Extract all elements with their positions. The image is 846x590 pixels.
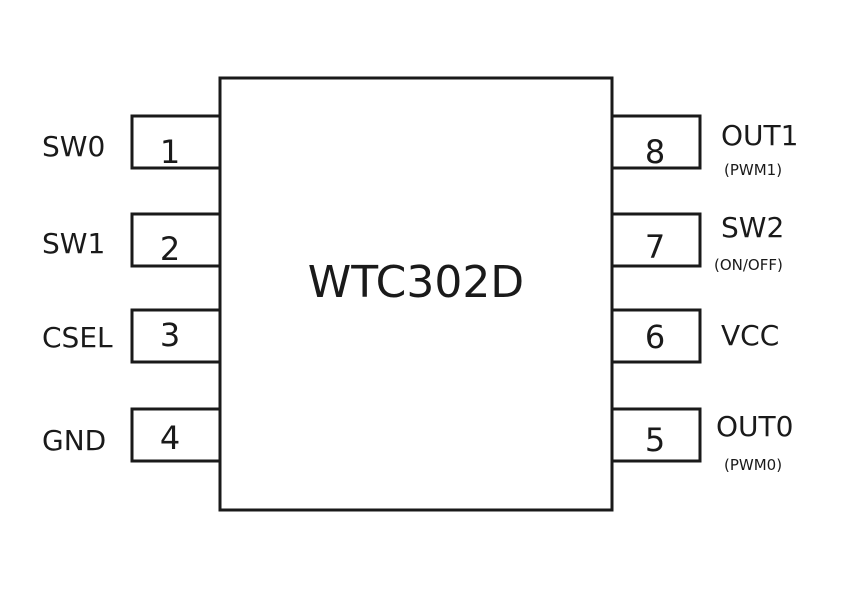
pin-3-label: CSEL bbox=[42, 321, 113, 354]
pin-4-box bbox=[130, 407, 222, 463]
pin-5-number: 5 bbox=[645, 421, 665, 459]
pin-1: 1 SW0 bbox=[42, 114, 222, 171]
pin-5-box bbox=[610, 407, 702, 463]
pin-5-label: OUT0 bbox=[716, 410, 793, 443]
pin-2-number: 2 bbox=[160, 230, 180, 268]
pin-1-label: SW0 bbox=[42, 130, 105, 163]
pin-5-sublabel: (PWM0) bbox=[724, 456, 782, 474]
pin-3-number: 3 bbox=[160, 316, 180, 354]
pin-7-number: 7 bbox=[645, 228, 665, 266]
pin-7: 7 SW2 (ON/OFF) bbox=[610, 211, 784, 274]
pin-5: 5 OUT0 (PWM0) bbox=[610, 407, 793, 474]
chip-name: WTC302D bbox=[308, 257, 524, 308]
chip-body bbox=[218, 76, 614, 512]
pin-6: 6 VCC bbox=[610, 308, 779, 364]
pin-3: 3 CSEL bbox=[42, 308, 222, 364]
pin-6-box bbox=[610, 308, 702, 364]
pin-7-box bbox=[610, 212, 702, 268]
pin-4-label: GND bbox=[42, 424, 106, 457]
pin-6-label: VCC bbox=[721, 319, 779, 352]
pin-8-sublabel: (PWM1) bbox=[724, 161, 782, 179]
pin-2-box bbox=[130, 212, 222, 268]
pin-8-number: 8 bbox=[645, 133, 665, 171]
pin-7-label: SW2 bbox=[721, 211, 784, 244]
pin-2: 2 SW1 bbox=[42, 212, 222, 268]
pin-4: 4 GND bbox=[42, 407, 222, 463]
pin-1-box bbox=[130, 114, 222, 170]
pin-1-number: 1 bbox=[160, 133, 180, 171]
pin-8-label: OUT1 bbox=[721, 119, 798, 152]
pin-7-sublabel: (ON/OFF) bbox=[714, 256, 783, 274]
pin-3-box bbox=[130, 308, 222, 364]
pin-8: 8 OUT1 (PWM1) bbox=[610, 114, 798, 179]
pin-4-number: 4 bbox=[160, 419, 180, 457]
pin-8-box bbox=[610, 114, 702, 170]
pin-6-number: 6 bbox=[645, 318, 665, 356]
pin-2-label: SW1 bbox=[42, 227, 105, 260]
